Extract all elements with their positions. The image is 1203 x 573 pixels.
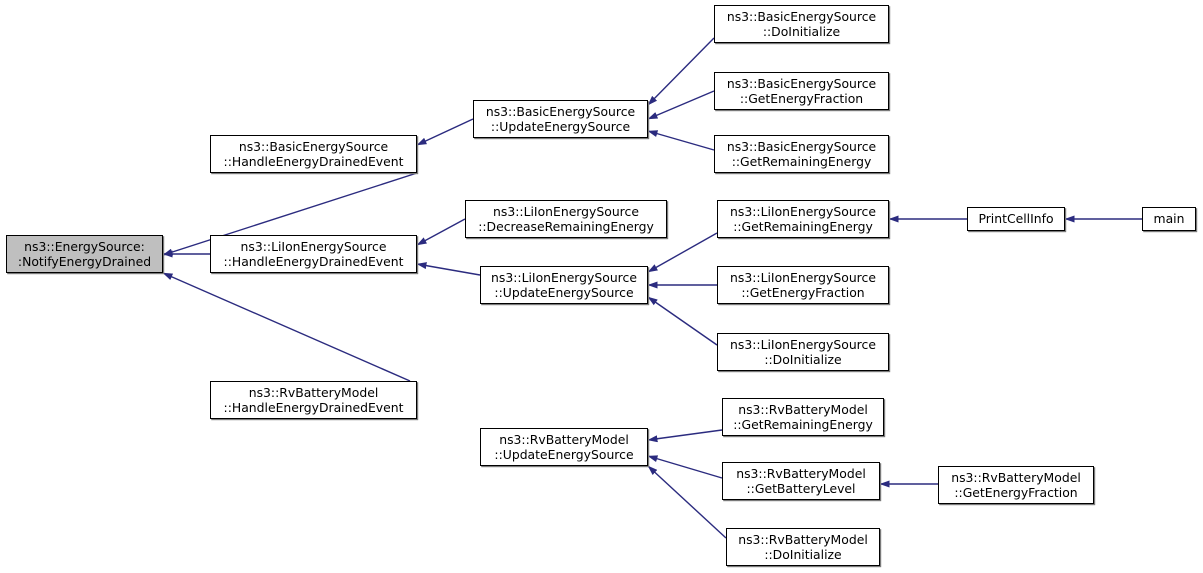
graph-node-printcellinfo[interactable]: PrintCellInfo bbox=[967, 207, 1065, 231]
graph-node-basic_handle[interactable]: ns3::BasicEnergySource ::HandleEnergyDra… bbox=[210, 135, 417, 173]
graph-node-label: ns3::LiIonEnergySource ::GetRemainingEne… bbox=[730, 203, 876, 235]
graph-edge-liion_getremaining-to-liion_update bbox=[647, 232, 718, 273]
graph-edge-liion_doinit-to-liion_update bbox=[647, 296, 718, 346]
graph-node-rv_getremaining[interactable]: ns3::RvBatteryModel ::GetRemainingEnergy bbox=[722, 398, 884, 436]
graph-node-rv_update[interactable]: ns3::RvBatteryModel ::UpdateEnergySource bbox=[480, 428, 648, 466]
graph-node-rv_doinit[interactable]: ns3::RvBatteryModel ::DoInitialize bbox=[726, 528, 880, 566]
graph-node-basic_getfraction[interactable]: ns3::BasicEnergySource ::GetEnergyFracti… bbox=[714, 72, 889, 110]
graph-edge-rv_handle-to-notify bbox=[162, 272, 411, 382]
graph-node-basic_getremaining[interactable]: ns3::BasicEnergySource ::GetRemainingEne… bbox=[714, 135, 889, 173]
graph-node-label: ns3::RvBatteryModel ::DoInitialize bbox=[738, 531, 868, 563]
graph-edge-basic_getremaining-to-basic_update bbox=[647, 130, 715, 151]
graph-node-label: ns3::LiIonEnergySource ::DoInitialize bbox=[730, 336, 876, 368]
graph-node-label: PrintCellInfo bbox=[978, 211, 1054, 227]
graph-node-label: ns3::BasicEnergySource ::HandleEnergyDra… bbox=[223, 138, 404, 170]
graph-edge-liion_update-to-liion_handle bbox=[416, 262, 481, 276]
graph-node-basic_update[interactable]: ns3::BasicEnergySource ::UpdateEnergySou… bbox=[473, 100, 648, 138]
graph-edge-rv_getremaining-to-rv_update bbox=[647, 429, 723, 443]
graph-node-basic_doinit[interactable]: ns3::BasicEnergySource ::DoInitialize bbox=[714, 5, 889, 43]
graph-node-liion_handle[interactable]: ns3::LiIonEnergySource ::HandleEnergyDra… bbox=[210, 235, 417, 273]
graph-edge-rv_doinit-to-rv_update bbox=[647, 465, 727, 539]
graph-node-label: ns3::RvBatteryModel ::GetBatteryLevel bbox=[736, 465, 866, 497]
graph-node-label: main bbox=[1153, 211, 1185, 227]
graph-edge-rv_getbatterylevel-to-rv_update bbox=[647, 455, 723, 479]
graph-node-label: ns3::LiIonEnergySource ::DecreaseRemaini… bbox=[478, 203, 654, 235]
graph-node-liion_doinit[interactable]: ns3::LiIonEnergySource ::DoInitialize bbox=[717, 333, 889, 371]
graph-node-rv_getbatterylevel[interactable]: ns3::RvBatteryModel ::GetBatteryLevel bbox=[722, 462, 880, 500]
graph-node-label: ns3::EnergySource: :NotifyEnergyDrained bbox=[17, 238, 152, 270]
graph-node-label: ns3::LiIonEnergySource ::GetEnergyFracti… bbox=[730, 269, 876, 301]
graph-node-label: ns3::BasicEnergySource ::GetEnergyFracti… bbox=[726, 75, 877, 107]
graph-edge-basic_doinit-to-basic_update bbox=[647, 37, 715, 106]
graph-node-rv_getenergyfraction[interactable]: ns3::RvBatteryModel ::GetEnergyFraction bbox=[938, 466, 1094, 504]
graph-node-liion_getfraction[interactable]: ns3::LiIonEnergySource ::GetEnergyFracti… bbox=[717, 266, 889, 304]
graph-node-notify[interactable]: ns3::EnergySource: :NotifyEnergyDrained bbox=[6, 235, 163, 273]
graph-node-rv_handle[interactable]: ns3::RvBatteryModel ::HandleEnergyDraine… bbox=[210, 381, 417, 419]
graph-edge-basic_getfraction-to-basic_update bbox=[647, 90, 715, 120]
graph-node-label: ns3::RvBatteryModel ::GetEnergyFraction bbox=[951, 469, 1081, 501]
graph-node-label: ns3::LiIonEnergySource ::HandleEnergyDra… bbox=[223, 238, 404, 270]
graph-node-label: ns3::LiIonEnergySource ::UpdateEnergySou… bbox=[491, 269, 637, 301]
graph-node-liion_getremaining[interactable]: ns3::LiIonEnergySource ::GetRemainingEne… bbox=[717, 200, 889, 238]
graph-edge-liion_decrease-to-liion_handle bbox=[416, 218, 466, 246]
graph-node-label: ns3::RvBatteryModel ::HandleEnergyDraine… bbox=[223, 384, 404, 416]
graph-node-label: ns3::BasicEnergySource ::GetRemainingEne… bbox=[726, 138, 877, 170]
graph-edge-basic_update-to-basic_handle bbox=[416, 118, 474, 146]
graph-node-label: ns3::BasicEnergySource ::UpdateEnergySou… bbox=[485, 103, 636, 135]
graph-node-label: ns3::RvBatteryModel ::UpdateEnergySource bbox=[494, 431, 634, 463]
graph-node-label: ns3::BasicEnergySource ::DoInitialize bbox=[726, 8, 877, 40]
graph-node-liion_decrease[interactable]: ns3::LiIonEnergySource ::DecreaseRemaini… bbox=[465, 200, 667, 238]
graph-node-label: ns3::RvBatteryModel ::GetRemainingEnergy bbox=[733, 401, 873, 433]
graph-node-liion_update[interactable]: ns3::LiIonEnergySource ::UpdateEnergySou… bbox=[480, 266, 648, 304]
graph-node-main[interactable]: main bbox=[1142, 207, 1196, 231]
